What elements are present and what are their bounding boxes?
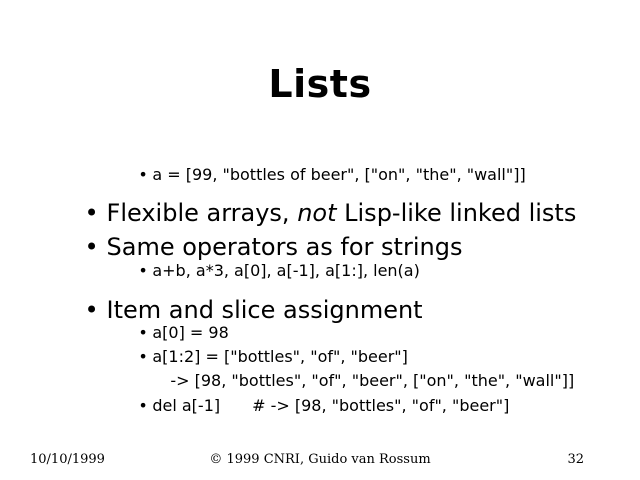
sub-bullet-del: •del a[-1] # -> [98, "bottles", "of", "be… <box>118 377 509 434</box>
sub-bullet-item-assign: •a[0] = 98 <box>118 304 229 361</box>
bullet-item-slice-assignment: •Item and slice assignment <box>54 268 423 352</box>
bullet-marker: • <box>138 396 148 415</box>
footer-date: 10/10/1999 <box>30 452 105 467</box>
sub-bullet-text: a[1:2] = ["bottles", "of", "beer"] <box>152 347 408 366</box>
bullet-text-part: Lisp-like linked lists <box>336 199 577 227</box>
bullet-marker: • <box>84 296 99 324</box>
bullet-marker: • <box>84 233 99 261</box>
bullet-same-operators: •Same operators as for strings <box>54 205 463 289</box>
bullet-marker: • <box>138 347 148 366</box>
bullet-marker: • <box>138 323 148 342</box>
bullet-marker: • <box>84 199 99 227</box>
sub-bullet-slice-assign: •a[1:2] = ["bottles", "of", "beer"] <box>118 328 408 385</box>
footer-copyright: © 1999 CNRI, Guido van Rossum <box>209 452 431 467</box>
footer-page-number: 32 <box>567 452 584 467</box>
sub-bullet-operators: •a+b, a*3, a[0], a[-1], a[1:], len(a) <box>118 242 420 299</box>
sub-bullet-text: a[0] = 98 <box>152 323 229 342</box>
comment-text: # -> [98, "bottles", "of", "beer"] <box>252 396 510 415</box>
bullet-text: Item and slice assignment <box>106 296 423 324</box>
bullet-marker: • <box>138 165 148 184</box>
bullet-text: Same operators as for strings <box>106 233 463 261</box>
bullet-flexible-arrays: •Flexible arrays, not Lisp-like linked l… <box>54 171 577 255</box>
sub-bullet-list-literal: •a = [99, "bottles of beer", ["on", "the… <box>118 146 526 203</box>
result-text: -> [98, "bottles", "of", "beer", ["on", … <box>170 371 575 390</box>
bullet-emphasis: not <box>297 199 337 227</box>
bullet-text-part: Flexible arrays, <box>106 199 298 227</box>
sub-bullet-text: a = [99, "bottles of beer", ["on", "the"… <box>152 165 526 184</box>
bullet-marker: • <box>138 261 148 280</box>
slide-title: Lists <box>268 62 372 106</box>
sub-bullet-result: -> [98, "bottles", "of", "beer", ["on", … <box>150 352 574 409</box>
sub-bullet-text: del a[-1] <box>152 396 221 415</box>
sub-bullet-text: a+b, a*3, a[0], a[-1], a[1:], len(a) <box>152 261 420 280</box>
